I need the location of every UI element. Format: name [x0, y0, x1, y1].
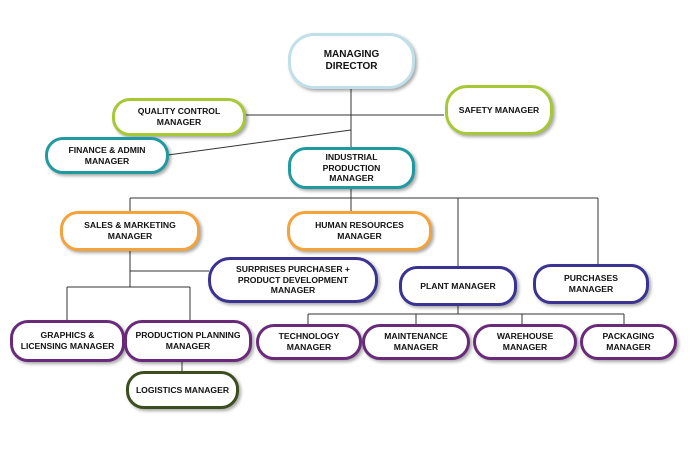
quality-control-manager-box: QUALITY CONTROL MANAGER: [112, 98, 246, 136]
plant-manager-box: PLANT MANAGER: [399, 266, 517, 306]
technology-manager-box: TECHNOLOGY MANAGER: [256, 324, 362, 360]
production-planning-manager-box: PRODUCTION PLANNING MANAGER: [124, 320, 252, 362]
packaging-manager-box: PACKAGING MANAGER: [580, 324, 677, 360]
sales-marketing-manager-box: SALES & MARKETING MANAGER: [60, 211, 200, 251]
managing-director-box: MANAGING DIRECTOR: [288, 33, 415, 89]
human-resources-manager-box: HUMAN RESOURCES MANAGER: [287, 211, 432, 251]
surprises-purchaser-product-development-manager-box: SURPRISES PURCHASER + PRODUCT DEVELOPMEN…: [208, 257, 378, 303]
purchases-manager-box: PURCHASES MANAGER: [533, 264, 649, 304]
industrial-production-manager-box: INDUSTRIAL PRODUCTION MANAGER: [288, 147, 415, 189]
graphics-licensing-manager-box: GRAPHICS & LICENSING MANAGER: [10, 320, 125, 362]
connector: [167, 129, 352, 156]
logistics-manager-box: LOGISTICS MANAGER: [126, 371, 239, 409]
finance-admin-manager-box: FINANCE & ADMIN MANAGER: [45, 137, 169, 174]
warehouse-manager-box: WAREHOUSE MANAGER: [473, 324, 577, 360]
maintenance-manager-box: MAINTENANCE MANAGER: [362, 324, 470, 360]
safety-manager-box: SAFETY MANAGER: [445, 85, 553, 135]
